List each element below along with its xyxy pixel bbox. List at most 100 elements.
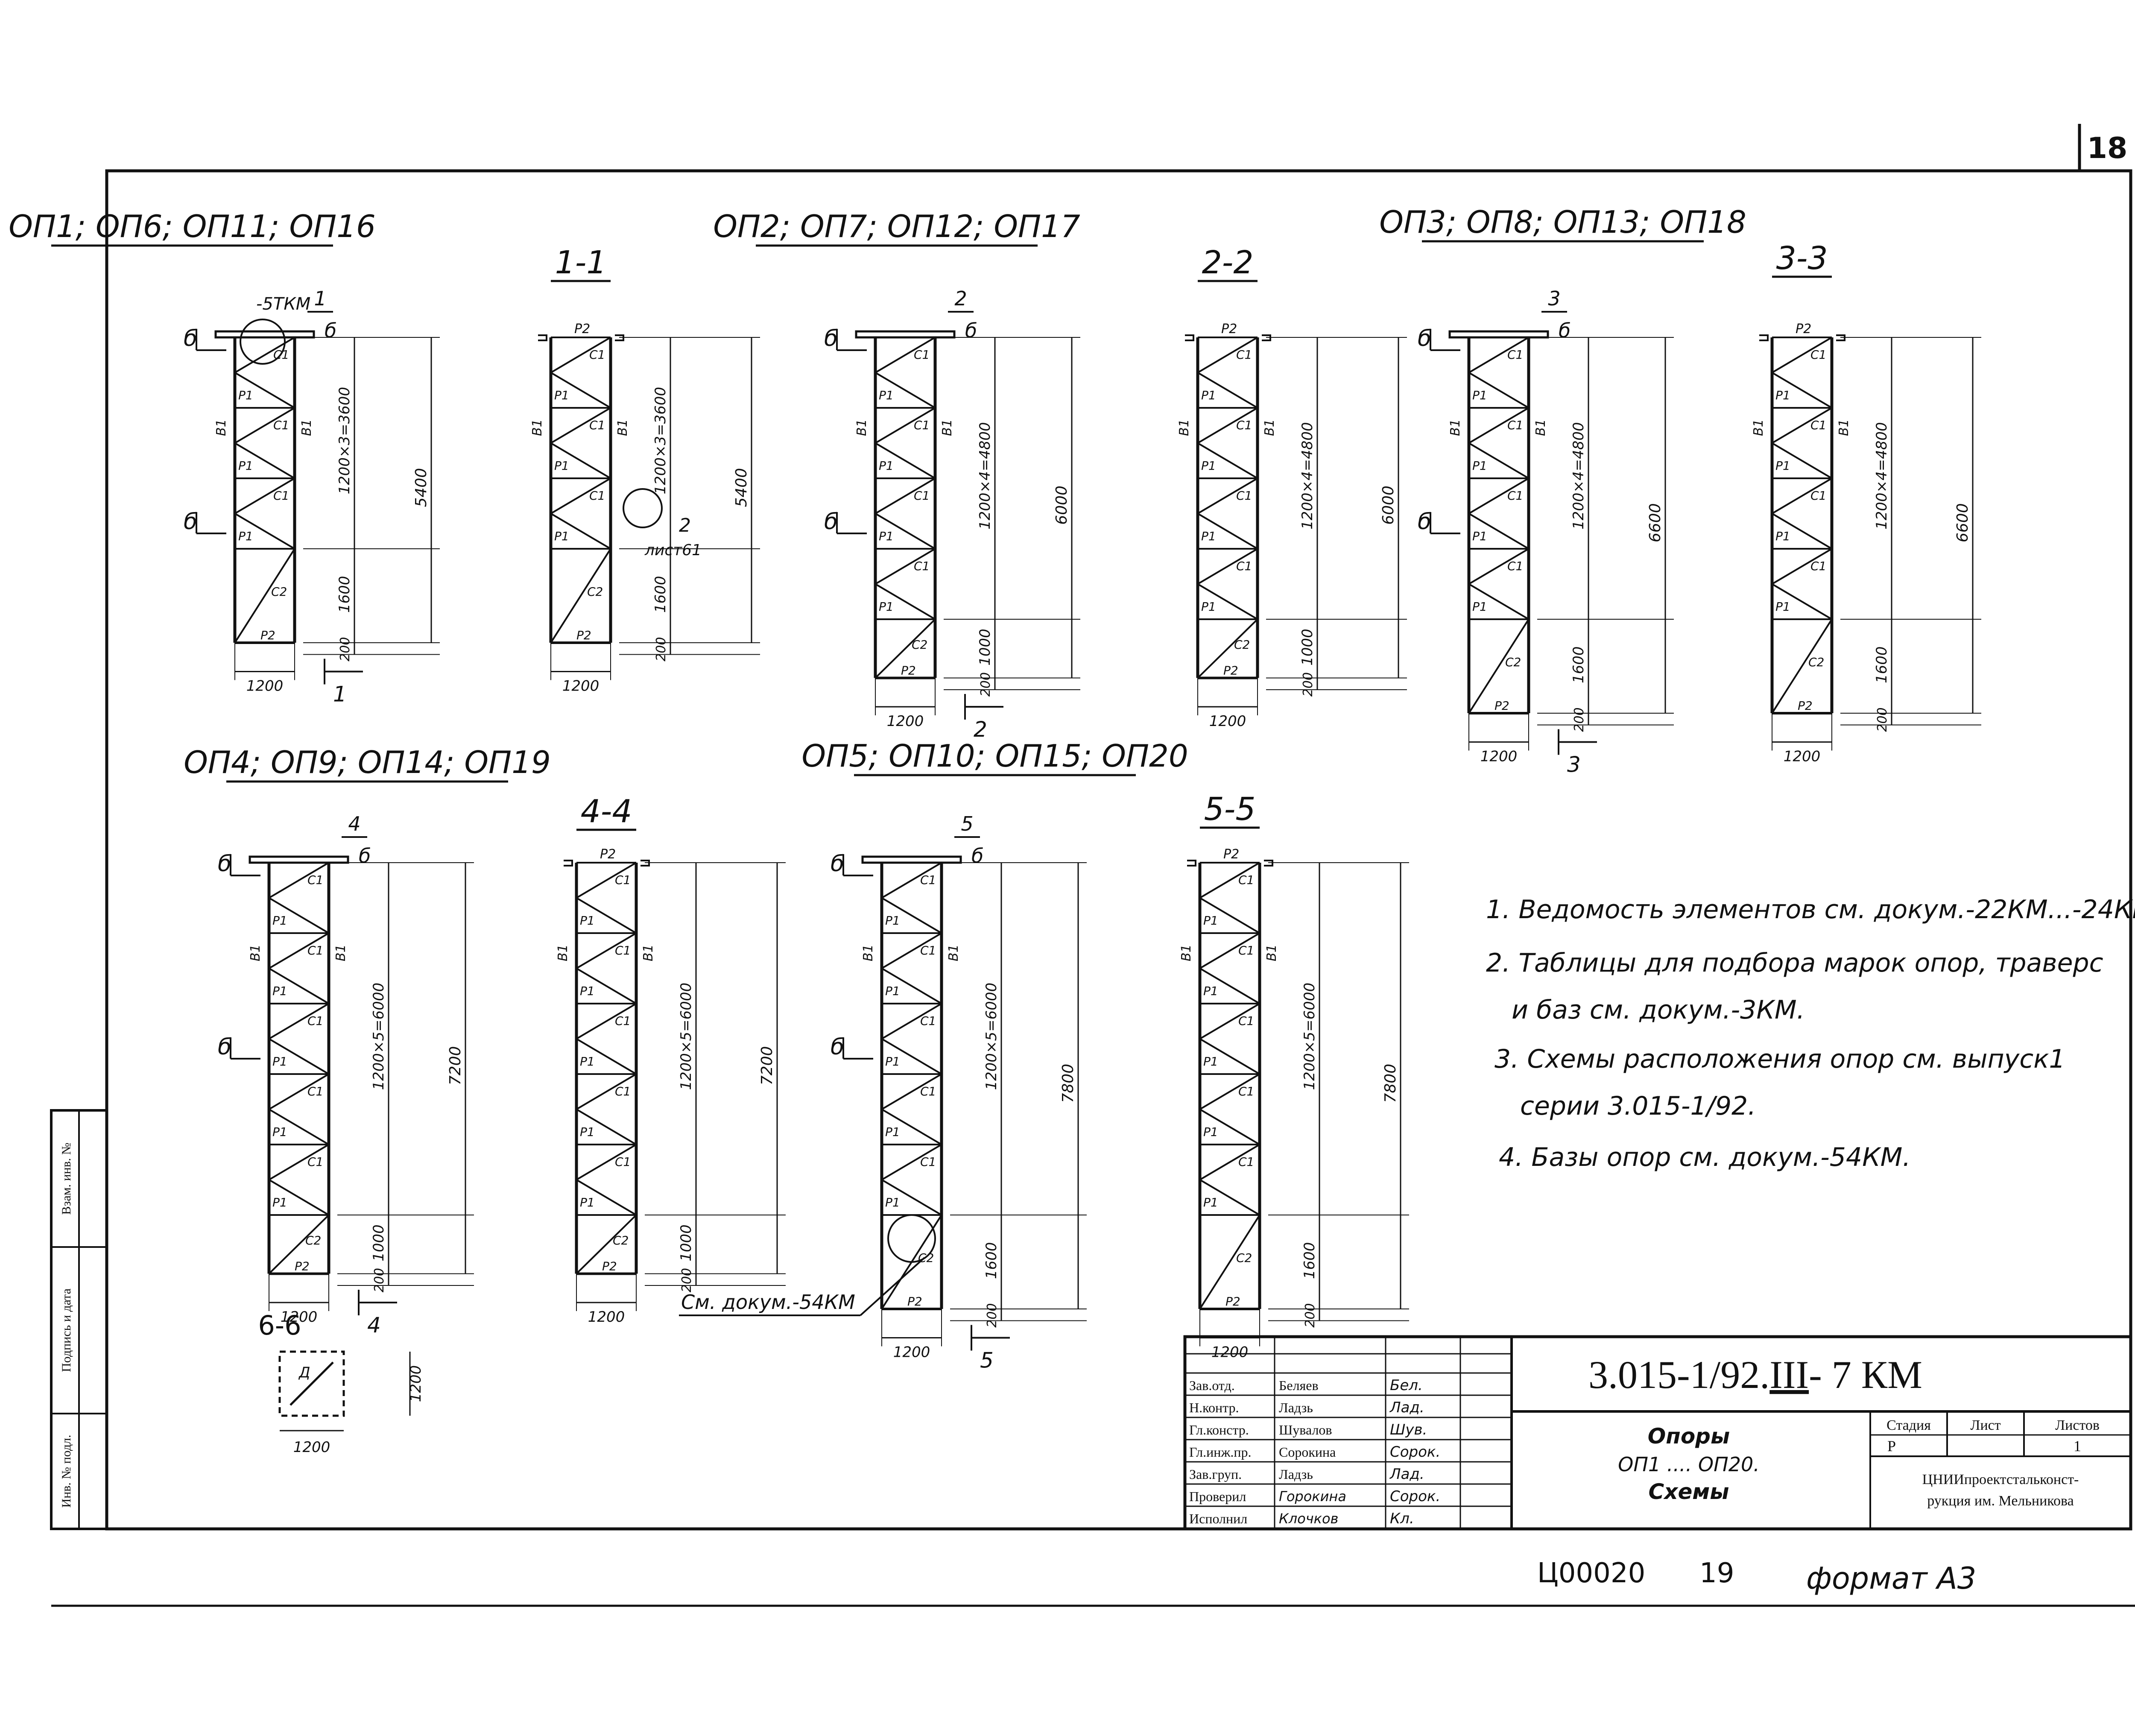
member-label: C1 bbox=[920, 873, 936, 887]
member-label: P1 bbox=[879, 529, 894, 543]
dim-total-label: 6600 bbox=[1647, 503, 1664, 542]
brace bbox=[576, 1038, 637, 1075]
brace bbox=[234, 477, 295, 515]
brace bbox=[268, 967, 330, 1004]
brace bbox=[576, 1144, 637, 1181]
note-2-cont: и баз см. докум.-3КМ. bbox=[1512, 995, 1805, 1025]
stamp-role: Н.контр. bbox=[1189, 1400, 1239, 1415]
stamp-sheets: 1 bbox=[2074, 1437, 2081, 1455]
opora-group-2: ОП2; ОП7; ОП12; ОП17C1P1C1P1C1P1C1P1C2P2… bbox=[713, 208, 1407, 742]
brace bbox=[1771, 512, 1833, 550]
dim-pitch: 1200×4=4800 bbox=[1873, 422, 1890, 530]
section-mark: 5 bbox=[980, 1348, 994, 1373]
member-label: P1 bbox=[272, 984, 287, 998]
member-label: B1 bbox=[615, 419, 630, 436]
dim-bottom: 1600 bbox=[1873, 646, 1890, 683]
brace bbox=[576, 1003, 637, 1040]
cut-label: б bbox=[1418, 509, 1431, 535]
stamp-role: Исполнил bbox=[1189, 1511, 1247, 1526]
stamp-signature: Кл. bbox=[1390, 1510, 1414, 1527]
dim-total-label: 6000 bbox=[1380, 486, 1397, 525]
brace bbox=[1197, 548, 1258, 585]
member-label: P2 bbox=[1225, 1294, 1240, 1309]
section-66-mark: Д bbox=[298, 1364, 310, 1381]
detail-note-2: лист61 bbox=[644, 542, 702, 559]
brace bbox=[1468, 583, 1530, 620]
brace bbox=[1199, 1108, 1261, 1145]
cut-label: б bbox=[824, 326, 838, 351]
detail-circle-5 bbox=[887, 1214, 936, 1263]
stamp-title-1: Опоры bbox=[1648, 1424, 1730, 1449]
note-1: 1. Ведомость элементов см. докум.-22КМ..… bbox=[1486, 895, 2135, 925]
member-label: P1 bbox=[272, 1195, 287, 1209]
stamp-signature: Сорок. bbox=[1390, 1443, 1440, 1461]
member-label: C1 bbox=[615, 943, 631, 957]
stamp-signature: Сорок. bbox=[1390, 1488, 1440, 1505]
brace-low bbox=[234, 548, 295, 644]
member-label: C1 bbox=[273, 489, 289, 503]
brace bbox=[1468, 372, 1530, 409]
brace-low bbox=[1199, 1214, 1261, 1310]
stamp-role: Зав.отд. bbox=[1189, 1378, 1235, 1393]
member-label: P2 bbox=[1796, 322, 1811, 337]
stamp-name: Шувалов bbox=[1279, 1422, 1332, 1437]
dim-total-label: 7200 bbox=[447, 1046, 464, 1086]
dim-base: 200 bbox=[654, 637, 669, 661]
member-label: B1 bbox=[946, 944, 961, 961]
dim-total-label: 6000 bbox=[1053, 486, 1070, 525]
member-label: B1 bbox=[1179, 944, 1194, 961]
section-66-title: 6-6 bbox=[258, 1310, 301, 1341]
member-label: C1 bbox=[920, 1084, 936, 1098]
note-3-cont: серии 3.015-1/92. bbox=[1520, 1091, 1756, 1121]
brace bbox=[1199, 1073, 1261, 1110]
brace bbox=[234, 372, 295, 409]
brace bbox=[1197, 512, 1258, 550]
member-label: C1 bbox=[920, 943, 936, 957]
width-label: 1200 bbox=[1784, 748, 1821, 765]
brace bbox=[874, 548, 936, 585]
stamp-name: Беляев bbox=[1279, 1378, 1319, 1393]
dim-pitch: 1200×5=6000 bbox=[1301, 983, 1318, 1090]
group-title: ОП3; ОП8; ОП13; ОП18 bbox=[1379, 204, 1746, 240]
width-label: 1200 bbox=[588, 1309, 625, 1326]
member-label: P2 bbox=[1223, 664, 1238, 678]
member-label: C1 bbox=[914, 418, 930, 432]
member-label: P1 bbox=[272, 1125, 287, 1139]
member-label: B1 bbox=[333, 944, 348, 961]
stamp-role: Гл.констр. bbox=[1189, 1422, 1249, 1437]
brace bbox=[881, 1144, 942, 1181]
dim-pitch: 1200×4=4800 bbox=[1299, 422, 1316, 530]
member-label: P1 bbox=[554, 529, 569, 543]
member-label: P2 bbox=[295, 1259, 310, 1273]
side-stamp-sign: Подпись и дата bbox=[59, 1288, 73, 1372]
member-label: P1 bbox=[554, 459, 569, 473]
brace bbox=[874, 512, 936, 550]
member-label: C1 bbox=[1238, 1014, 1254, 1028]
section-title: 5-5 bbox=[1204, 791, 1256, 828]
brace bbox=[576, 1073, 637, 1110]
brace bbox=[576, 1108, 637, 1145]
brace bbox=[550, 407, 611, 444]
brace bbox=[268, 897, 330, 934]
member-label: B1 bbox=[299, 419, 314, 436]
member-label: P2 bbox=[1221, 322, 1237, 337]
opora-group-5: ОП5; ОП10; ОП15; ОП20C1P1C1P1C1P1C1P1C1P… bbox=[801, 738, 1409, 1373]
member-label: B1 bbox=[1448, 419, 1463, 436]
brace bbox=[1197, 442, 1258, 479]
brace-low bbox=[550, 548, 611, 644]
brace bbox=[881, 1179, 942, 1216]
member-label: P1 bbox=[879, 600, 894, 614]
dim-base: 200 bbox=[679, 1268, 694, 1292]
member-label: P1 bbox=[1775, 600, 1790, 614]
member-label: C1 bbox=[1238, 1084, 1254, 1098]
dim-bottom: 1600 bbox=[1570, 646, 1587, 683]
member-label: B1 bbox=[214, 419, 229, 436]
brace bbox=[1771, 337, 1833, 374]
member-label: P1 bbox=[1203, 984, 1218, 998]
member-label: C1 bbox=[914, 489, 930, 503]
section-mark: 1 bbox=[314, 287, 326, 310]
member-label: P1 bbox=[238, 459, 253, 473]
stamp-stage: Р bbox=[1887, 1437, 1896, 1455]
